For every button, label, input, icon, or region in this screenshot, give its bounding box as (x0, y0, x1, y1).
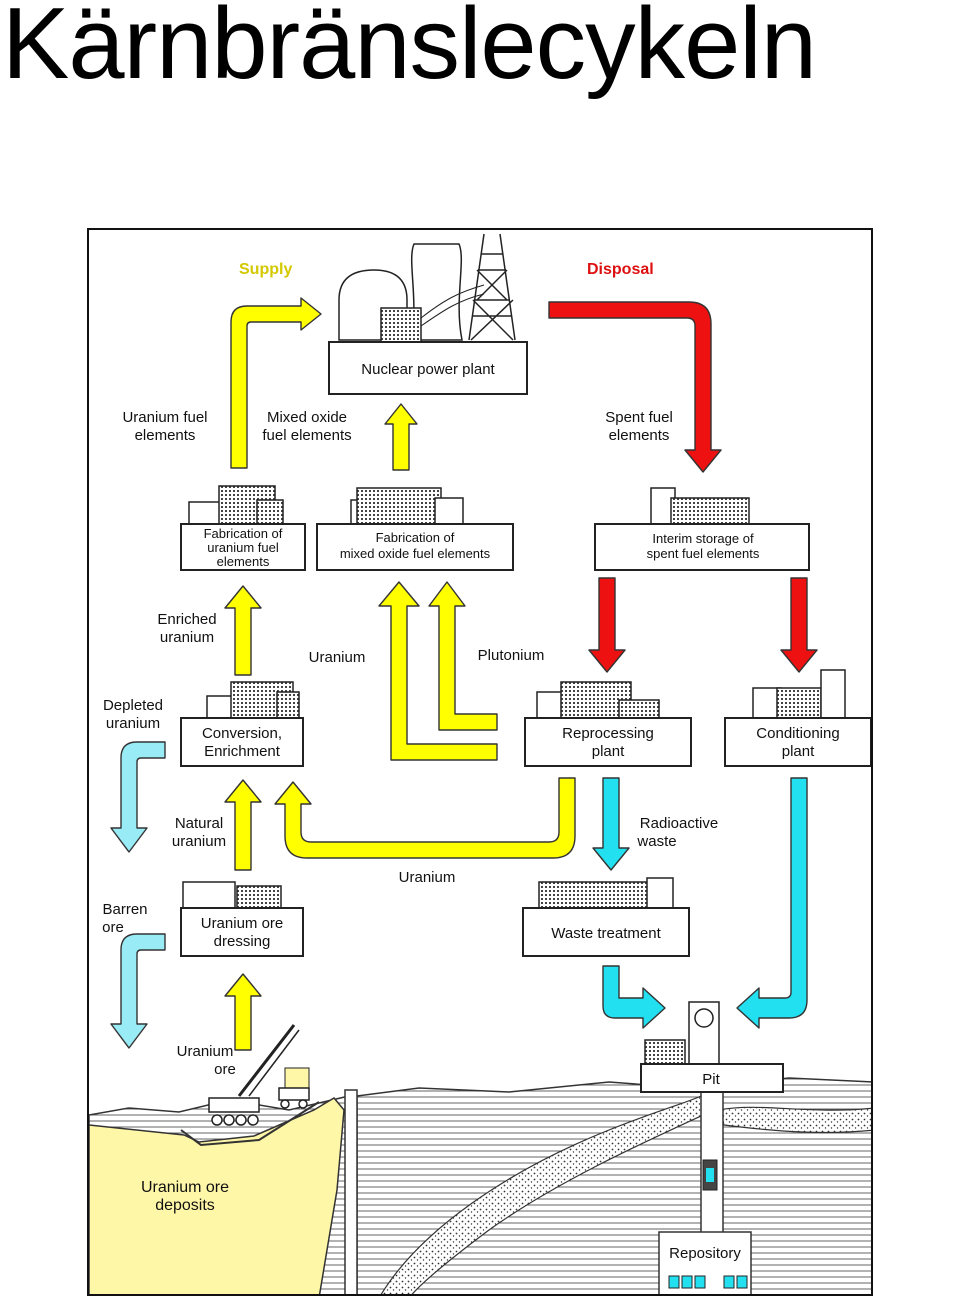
ore-vein-right (718, 1106, 871, 1134)
arrow-storage-to-reprocessing (588, 577, 626, 673)
svg-text:Enrichment: Enrichment (204, 743, 281, 760)
label-repository: Repository (669, 1245, 741, 1262)
svg-text:Reprocessing: Reprocessing (562, 725, 654, 742)
pit-box: Pit (640, 1001, 784, 1093)
svg-text:waste: waste (636, 833, 676, 850)
svg-text:deposits: deposits (155, 1197, 215, 1214)
fab-mox-box: Fabrication of mixed oxide fuel elements (316, 487, 514, 571)
arrow-radioactive-waste (592, 777, 630, 871)
label-uranium-top: Uranium (309, 649, 366, 666)
fab-uranium-box: Fabrication of uranium fuel elements (180, 485, 306, 571)
waste-treatment-box: Waste treatment (522, 877, 690, 957)
label-natural-uranium: Natural (175, 815, 223, 832)
svg-text:dressing: dressing (214, 933, 271, 950)
svg-text:elements: elements (135, 427, 196, 444)
arrow-uranium-recycle (274, 777, 576, 859)
arrow-waste-to-pit (602, 965, 666, 1029)
svg-text:Uranium ore: Uranium ore (201, 915, 284, 932)
label-uranium-fuel-elements: Uranium fuel (122, 409, 207, 426)
open-pit-mine (180, 1101, 320, 1147)
fuel-cycle-diagram: Supply Disposal Nuclear power plant Fabr… (87, 228, 873, 1296)
arrow-depleted-uranium (110, 741, 166, 853)
svg-text:ore: ore (102, 919, 124, 936)
label-plutonium: Plutonium (478, 647, 545, 664)
excavator-icon (208, 1024, 310, 1126)
svg-text:Conditioning: Conditioning (756, 725, 839, 742)
arrow-storage-to-conditioning (780, 577, 818, 673)
svg-text:Nuclear power plant: Nuclear power plant (361, 361, 495, 378)
page-title: Kärnbränslecykeln (2, 0, 817, 100)
arrow-natural-uranium (224, 779, 262, 871)
arrow-enriched-uranium (224, 585, 262, 676)
supply-heading: Supply (239, 261, 292, 278)
svg-text:elements: elements (609, 427, 670, 444)
arrow-mox-to-plant (384, 403, 418, 471)
label-spent-fuel-elements: Spent fuel (605, 409, 673, 426)
svg-text:uranium fuel: uranium fuel (207, 540, 279, 555)
svg-text:uranium: uranium (172, 833, 226, 850)
arrow-plant-to-storage (548, 301, 722, 473)
svg-text:Fabrication of: Fabrication of (376, 530, 455, 545)
svg-text:mixed oxide fuel elements: mixed oxide fuel elements (340, 546, 491, 561)
svg-text:plant: plant (592, 743, 625, 760)
arrow-ore-to-dressing (224, 973, 262, 1051)
ore-dressing-box: Uranium ore dressing (180, 881, 304, 957)
label-barren-ore: Barren (102, 901, 147, 918)
power-plant-illustration (338, 233, 516, 343)
arrow-conditioning-to-pit (736, 777, 808, 1029)
svg-text:ore: ore (214, 1061, 236, 1078)
svg-text:Conversion,: Conversion, (202, 725, 282, 742)
arrow-barren-ore (110, 933, 166, 1049)
svg-text:uranium: uranium (106, 715, 160, 732)
label-depleted-uranium: Depleted (103, 697, 163, 714)
arrow-plutonium-to-mox (428, 581, 498, 731)
label-uranium-recycle: Uranium (399, 869, 456, 886)
reprocessing-plant-box: Reprocessing plant (524, 681, 692, 767)
svg-text:Waste treatment: Waste treatment (551, 925, 661, 942)
label-mox-fuel-elements: Mixed oxide (267, 409, 347, 426)
interim-storage-box: Interim storage of spent fuel elements (594, 487, 810, 571)
conversion-enrichment-box: Conversion, Enrichment (180, 681, 304, 767)
svg-text:uranium: uranium (160, 629, 214, 646)
arrow-fuel-to-plant (230, 297, 322, 469)
svg-text:Fabrication of: Fabrication of (204, 526, 283, 541)
svg-text:fuel elements: fuel elements (262, 427, 351, 444)
disposal-heading: Disposal (587, 261, 654, 278)
svg-text:elements: elements (217, 554, 270, 569)
label-uranium-ore: Uranium (177, 1043, 234, 1060)
conditioning-plant-box: Conditioning plant (724, 669, 871, 767)
repository-shaft (658, 1087, 752, 1294)
label-radioactive-waste: Radioactive (640, 815, 718, 832)
nuclear-power-plant-box: Nuclear power plant (328, 341, 528, 395)
arrow-uranium-to-mox (378, 581, 498, 761)
svg-text:plant: plant (782, 743, 815, 760)
svg-text:Pit: Pit (702, 1071, 720, 1088)
svg-text:Interim storage of: Interim storage of (652, 531, 754, 546)
label-enriched-uranium: Enriched (157, 611, 216, 628)
svg-text:spent fuel elements: spent fuel elements (647, 546, 760, 561)
label-uranium-ore-deposits: Uranium ore (141, 1179, 229, 1196)
